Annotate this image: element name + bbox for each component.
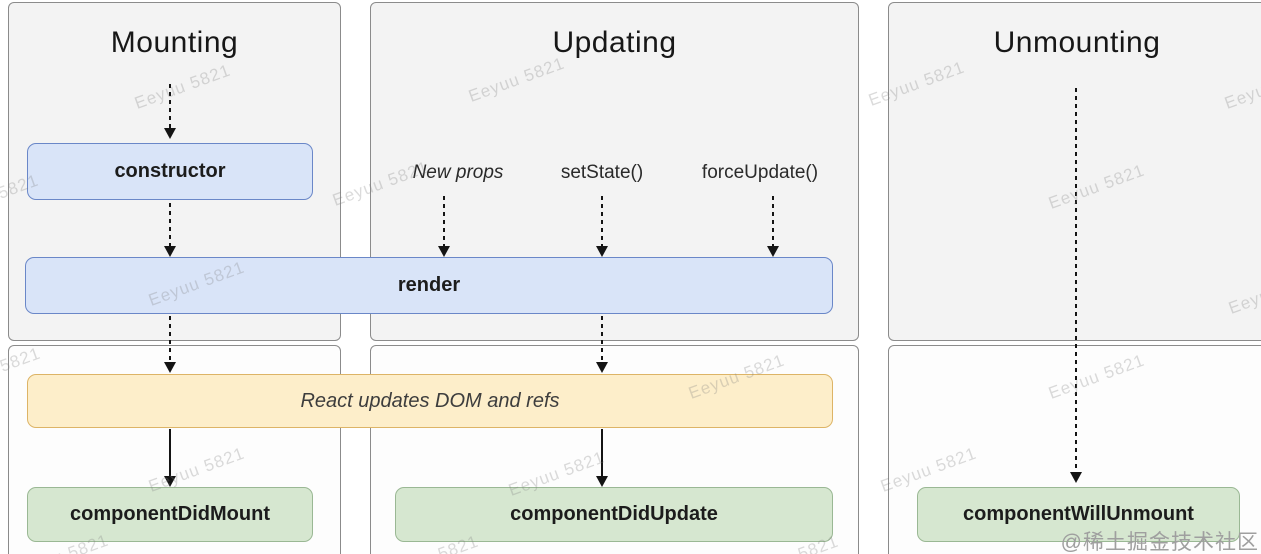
arrow-mounting-to-constructor	[169, 84, 171, 128]
arrow-setstate-to-render	[601, 196, 603, 246]
trigger-setstate: setState()	[560, 162, 644, 183]
arrow-reactupdates-to-didupdate	[601, 429, 603, 476]
componentdidmount-node: componentDidMount	[27, 487, 313, 542]
arrowhead-render-to-reactupdates-update	[596, 362, 608, 373]
componentdidupdate-node: componentDidUpdate	[395, 487, 833, 542]
arrowhead-mounting-to-constructor	[164, 128, 176, 139]
react-updates-dom-node: React updates DOM and refs	[27, 374, 833, 428]
arrowhead-constructor-to-render	[164, 246, 176, 257]
trigger-forceupdate: forceUpdate()	[701, 162, 819, 183]
arrowhead-setstate-to-render	[596, 246, 608, 257]
render-node: render	[25, 257, 833, 314]
mounting-title: Mounting	[110, 26, 239, 59]
arrowhead-unmounting-to-willunmount	[1070, 472, 1082, 483]
arrow-unmounting-to-willunmount	[1075, 88, 1077, 472]
trigger-new-props: New props	[412, 162, 504, 183]
arrow-constructor-to-render	[169, 203, 171, 246]
updating-title: Updating	[552, 26, 677, 59]
componentwillunmount-node: componentWillUnmount	[917, 487, 1240, 542]
arrow-render-to-reactupdates-update	[601, 316, 603, 362]
arrowhead-render-to-reactupdates-mount	[164, 362, 176, 373]
attribution-watermark: @稀土掘金技术社区	[1060, 531, 1259, 554]
arrowhead-reactupdates-to-didupdate	[596, 476, 608, 487]
arrow-newprops-to-render	[443, 196, 445, 246]
arrowhead-forceupdate-to-render	[767, 246, 779, 257]
arrow-render-to-reactupdates-mount	[169, 316, 171, 362]
unmounting-render-phase-panel	[888, 2, 1261, 341]
arrowhead-newprops-to-render	[438, 246, 450, 257]
arrowhead-reactupdates-to-didmount	[164, 476, 176, 487]
arrow-reactupdates-to-didmount	[169, 429, 171, 476]
arrow-forceupdate-to-render	[772, 196, 774, 246]
unmounting-title: Unmounting	[993, 26, 1161, 59]
constructor-node: constructor	[27, 143, 313, 200]
